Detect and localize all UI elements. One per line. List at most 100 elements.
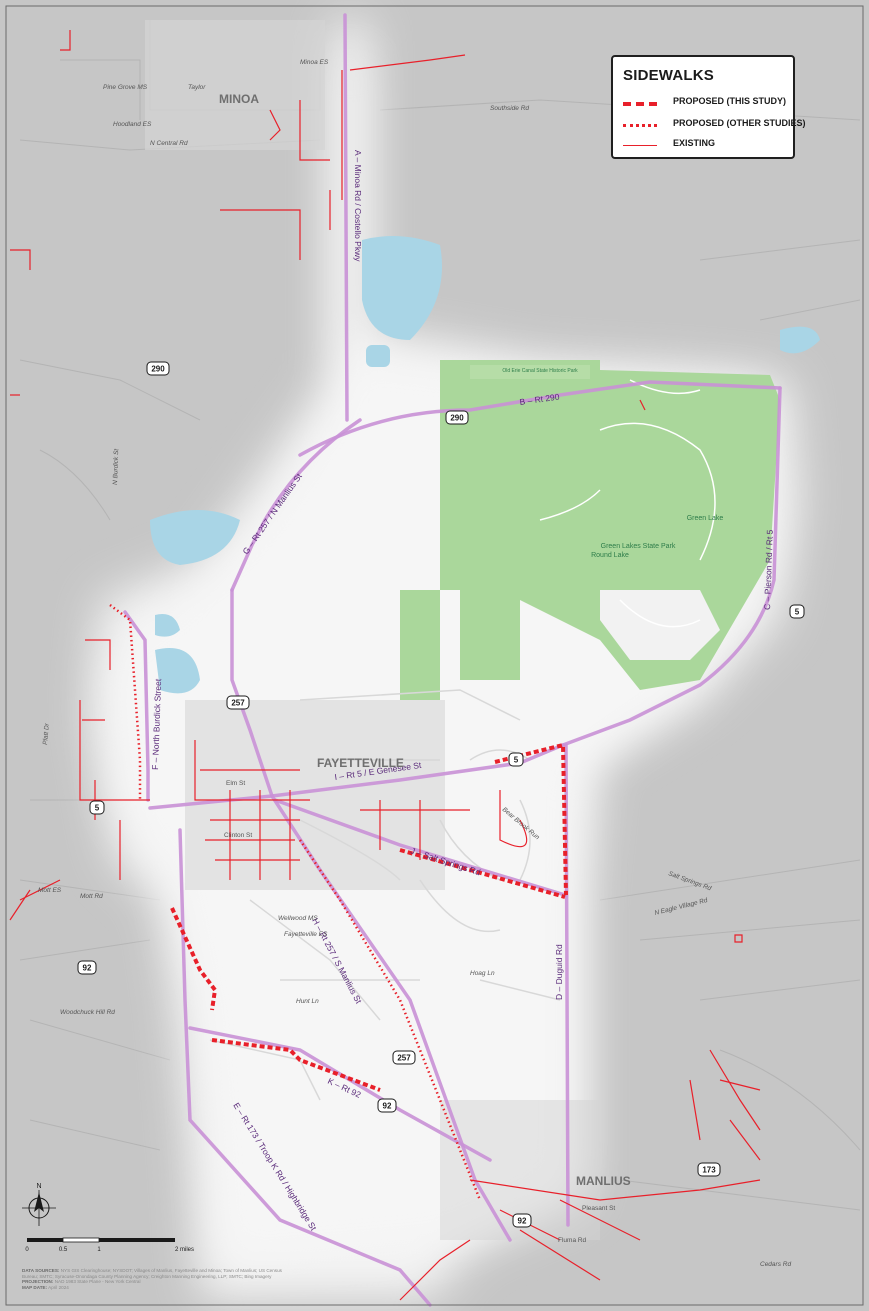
credits-date-label: MAP DATE:: [22, 1284, 48, 1290]
label-corridor-f: F – North Burdick Street: [150, 678, 163, 770]
scale-tick-0: 0: [25, 1247, 29, 1253]
label-fluma-rd: Fluma Rd: [558, 1237, 587, 1244]
legend-item-proposed-this-study: PROPOSED (THIS STUDY): [623, 95, 793, 111]
corridor-d: [564, 743, 570, 1227]
shield-5-east: 5: [789, 604, 805, 619]
corridor-h: [270, 794, 512, 1242]
north-arrow: N: [22, 1183, 56, 1226]
credits-sources-label: DATA SOURCES:: [22, 1268, 60, 1273]
label-pine-grove-ms: Pine Grove MS: [103, 84, 148, 91]
scale-bar: 0 0.5 1 2 miles: [25, 1237, 194, 1253]
credits-projection-label: PROJECTION:: [22, 1279, 54, 1285]
shield-5-west: 5: [89, 800, 105, 815]
svg-text:5: 5: [95, 804, 100, 813]
svg-text:173: 173: [702, 1166, 716, 1175]
shield-5-center: 5: [508, 752, 524, 767]
label-clinton-st: Clinton St: [224, 832, 252, 839]
map-border: [5, 5, 864, 1306]
svg-text:257: 257: [231, 699, 245, 708]
svg-text:257: 257: [397, 1054, 411, 1063]
legend-label-proposed-other: PROPOSED (OTHER STUDIES): [673, 118, 806, 128]
svg-text:5: 5: [514, 756, 519, 765]
label-pleasant-st: Pleasant St: [582, 1205, 615, 1212]
place-fayetteville: FAYETTEVILLE: [317, 756, 404, 770]
label-cedars-rd: Cedars Rd: [760, 1261, 791, 1268]
label-erie-canal: Old Erie Canal State Historic Park: [502, 368, 578, 374]
route-shields: 290 290 5 5 5 257 257 92: [77, 361, 805, 1228]
label-woodchuck-hill-rd: Woodchuck Hill Rd: [60, 1009, 115, 1016]
scale-tick-half: 0.5: [59, 1247, 68, 1253]
shield-257-south: 257: [392, 1050, 416, 1065]
label-mott-es: Mott ES: [38, 887, 62, 894]
shield-92-west: 92: [77, 960, 97, 975]
label-hoodland-es: Hoodland ES: [113, 121, 152, 128]
park-labels: Green Lakes State Park Round Lake Green …: [502, 368, 723, 559]
legend-swatch-solid: [623, 145, 657, 146]
label-hoag-ln: Hoag Ln: [470, 970, 495, 977]
label-hunt-ln: Hunt Ln: [296, 998, 319, 1005]
label-n-burdick-st: N Burdick St: [112, 448, 120, 486]
label-corridor-c: C – Pierson Rd / Rt 5: [762, 529, 775, 610]
label-corridor-d: D – Duguid Rd: [554, 944, 564, 1000]
corridor-g: [230, 418, 362, 592]
map-credits: DATA SOURCES: NYS GIS Clearinghouse; NYS…: [22, 1268, 282, 1290]
label-wellwood-ms: Wellwood MS: [278, 915, 318, 922]
legend-title: SIDEWALKS: [623, 67, 714, 84]
label-green-lake: Green Lake: [687, 515, 724, 522]
existing-sidewalks: [9, 30, 761, 1301]
scale-tick-1: 1: [97, 1247, 101, 1253]
corridor-j: [273, 798, 567, 897]
label-platt-dr: Platt Dr: [42, 722, 51, 745]
legend-swatch-dashed: [623, 102, 657, 106]
credits-projection: NAD 1983 State Plane - New York Central: [54, 1279, 141, 1285]
shield-290-east: 290: [445, 410, 469, 425]
proposed-sidewalks-this-study: [170, 742, 568, 1092]
corridor-f: [123, 610, 150, 802]
corridor-b: [298, 380, 782, 457]
north-label: N: [36, 1183, 41, 1190]
label-elm-st: Elm St: [226, 780, 245, 787]
label-mott-rd: Mott Rd: [80, 893, 103, 900]
corridor-e: [178, 828, 432, 1307]
shield-290-west: 290: [146, 361, 170, 376]
svg-text:92: 92: [83, 964, 92, 973]
label-round-lake: Round Lake: [591, 552, 629, 559]
legend-label-existing: EXISTING: [673, 138, 716, 148]
svg-text:290: 290: [151, 365, 165, 374]
svg-text:92: 92: [383, 1102, 392, 1111]
proposed-sidewalks-other: [109, 604, 482, 1201]
place-minoa: MINOA: [219, 92, 259, 106]
legend-swatch-dotted: [623, 124, 657, 127]
shield-257-north: 257: [226, 695, 250, 710]
credits-date: April 2024: [48, 1284, 69, 1290]
shield-92-manlius: 92: [512, 1213, 532, 1228]
label-fayetteville-es: Fayetteville ES: [284, 931, 328, 938]
label-corridor-a: A – Minoa Rd / Costello Pkwy: [353, 150, 363, 262]
place-names: MINOA FAYETTEVILLE MANLIUS: [219, 92, 631, 1188]
legend-item-proposed-other: PROPOSED (OTHER STUDIES): [623, 117, 806, 133]
label-taylor: Taylor: [188, 84, 206, 91]
background-streets: [19, 20, 861, 1211]
legend-item-existing: EXISTING: [623, 137, 793, 153]
map-legend: SIDEWALKS PROPOSED (THIS STUDY) PROPOSED…: [611, 55, 806, 159]
label-green-lakes: Green Lakes State Park: [601, 543, 676, 550]
corridor-c: [561, 386, 782, 747]
svg-text:92: 92: [518, 1217, 527, 1226]
corridor-a: [343, 13, 349, 422]
park-trails: [539, 379, 716, 628]
scale-tick-2: 2 miles: [175, 1247, 194, 1253]
study-corridors: [123, 13, 782, 1307]
label-n-central-rd: N Central Rd: [150, 140, 188, 147]
svg-text:290: 290: [450, 414, 464, 423]
legend-label-proposed-this-study: PROPOSED (THIS STUDY): [673, 96, 787, 106]
svg-text:5: 5: [795, 608, 800, 617]
erie-canal-park: [470, 365, 590, 379]
label-minoa-es: Minoa ES: [300, 59, 329, 66]
shield-173: 173: [697, 1162, 721, 1177]
urban-areas: [145, 20, 600, 1240]
label-southside-rd: Southside Rd: [490, 105, 529, 112]
shield-92-center: 92: [377, 1098, 397, 1113]
place-manlius: MANLIUS: [576, 1174, 631, 1188]
credits-sources: NYS GIS Clearinghouse; NYSDOT; Villages …: [22, 1268, 282, 1279]
